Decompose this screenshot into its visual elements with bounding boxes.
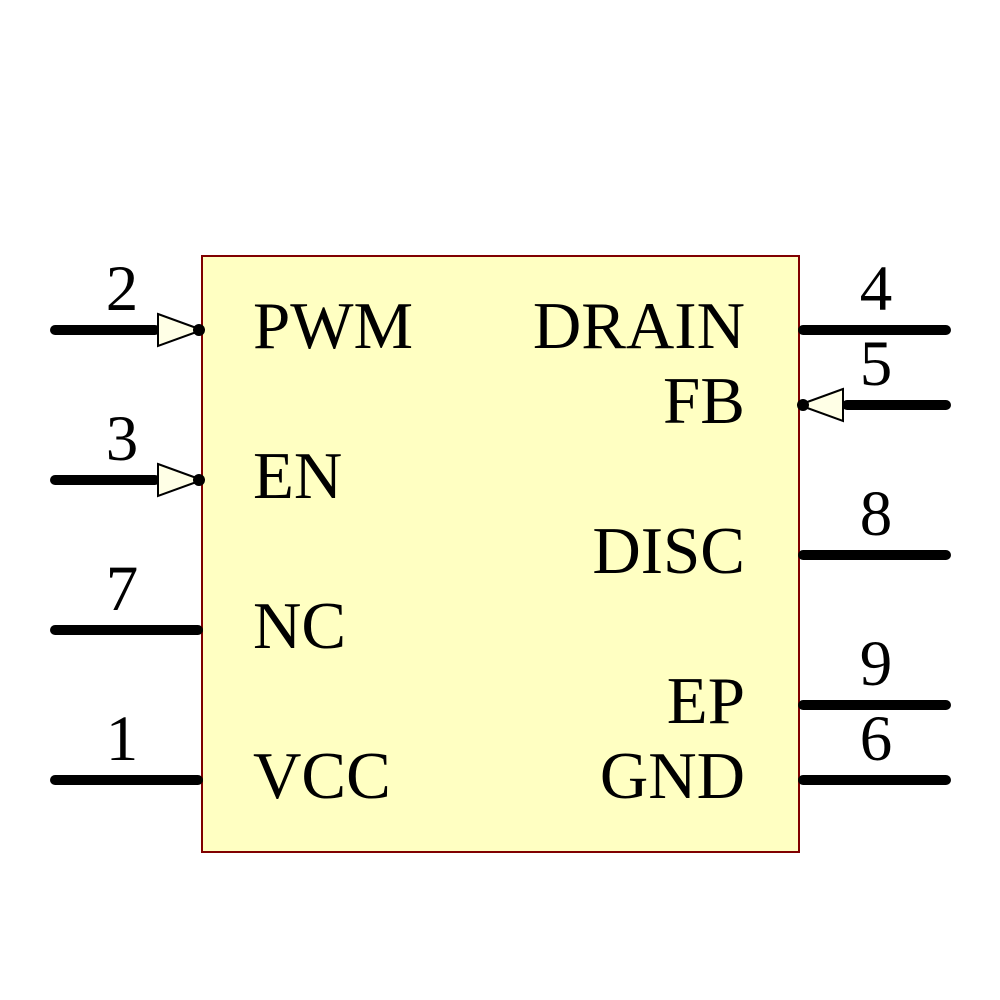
pin-7-wire (50, 625, 203, 635)
pin-5-wire (842, 400, 951, 410)
pin-2-number: 2 (105, 253, 139, 325)
pin-6-wire (798, 775, 951, 785)
pin-2-name-label: PWM (253, 289, 414, 363)
pin-7-name-label: NC (253, 589, 347, 663)
pin-5-connection-dot (797, 399, 809, 411)
pin-7-number: 7 (105, 553, 139, 625)
pin-8-number: 8 (859, 478, 893, 550)
pin-3-name-label: EN (253, 439, 343, 513)
pin-3-number: 3 (105, 403, 139, 475)
pin-1-wire (50, 775, 203, 785)
pin-4-name-label: DRAIN (532, 289, 745, 363)
pin-2-connection-dot (193, 324, 205, 336)
pin-8-wire (798, 550, 951, 560)
pin-9-name-label: EP (666, 664, 745, 738)
pin-1-name-label: VCC (253, 739, 391, 813)
pin-2-wire (50, 325, 160, 335)
pin-4-number: 4 (859, 253, 893, 325)
pin-5-input-arrow-icon (797, 387, 844, 423)
pin-4-wire (798, 325, 951, 335)
pin-1-number: 1 (105, 703, 139, 775)
pin-6-name-label: GND (599, 739, 745, 813)
pin-8-name-label: DISC (592, 514, 745, 588)
pin-9-wire (798, 700, 951, 710)
pin-2-input-arrow-icon (157, 312, 204, 348)
pin-3-input-arrow-icon (157, 462, 204, 498)
pin-3-wire (50, 475, 160, 485)
pin-5-name-label: FB (663, 364, 745, 438)
pin-9-number: 9 (859, 628, 893, 700)
pin-5-number: 5 (859, 328, 893, 400)
pin-6-number: 6 (859, 703, 893, 775)
ic-body (201, 255, 800, 853)
pin-3-connection-dot (193, 474, 205, 486)
